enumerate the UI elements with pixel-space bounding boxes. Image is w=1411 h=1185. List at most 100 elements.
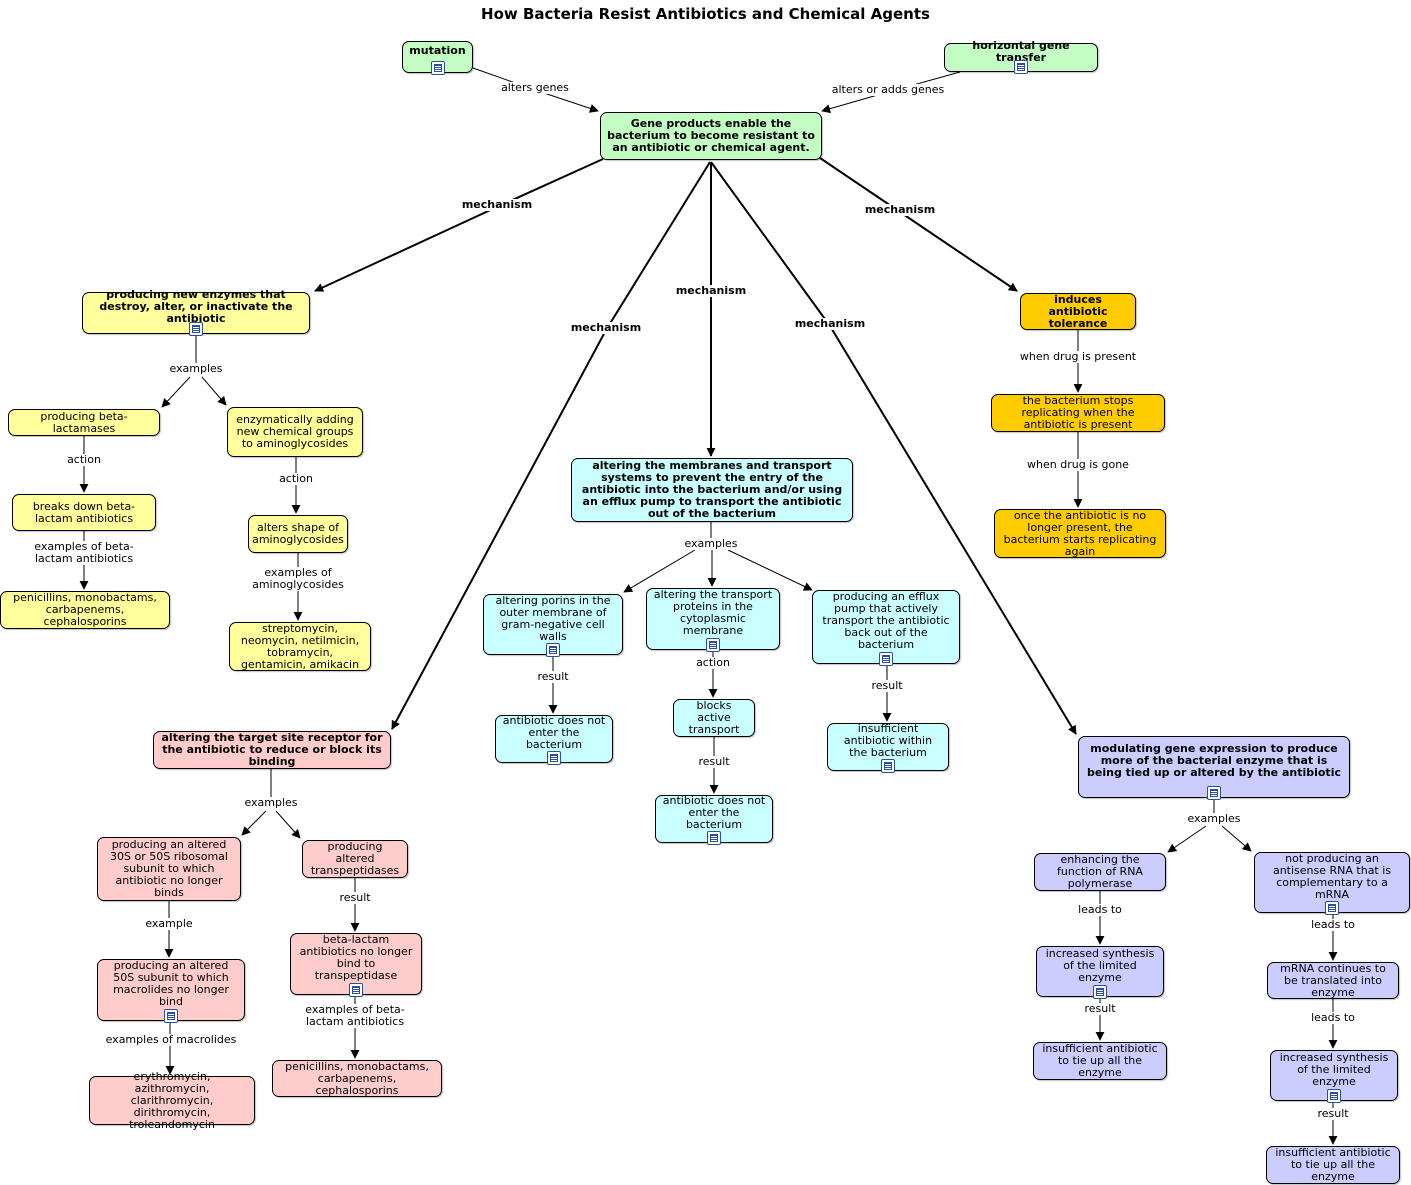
link-label-mechanism: mechanism [673,284,749,297]
node-transport-proteins-label: altering the transport proteins in the c… [653,588,773,637]
node-transpeptidases-label: producing altered transpeptidases [310,840,400,877]
node-increased-synthesis-2-label: increased synthesis of the limited enzym… [1279,1050,1389,1088]
node-antisense-label: not producing an antisense RNA that is c… [1272,851,1392,901]
link-label-examples-beta-lactam: examples of beta- lactam antibiotics [32,540,136,565]
node-beta-lactamases[interactable]: producing beta-lactamases [8,409,160,436]
node-ribosomal-label: producing an altered 30S or 50S ribosoma… [110,838,228,899]
link-label-examples-aminoglycosides: examples of aminoglycosides [250,566,346,591]
node-blocks-active-transport[interactable]: blocks active transport [673,699,755,737]
node-stops-replicating-label: the bacterium stops replicating when the… [1021,394,1135,431]
document-icon[interactable] [879,652,893,666]
node-altering-porins[interactable]: altering porins in the outer membrane of… [483,593,623,657]
link-label-example: example [143,917,195,930]
node-efflux-pump[interactable]: producing an efflux pump that actively t… [812,590,960,666]
link-label-action: action [694,656,732,669]
link-label-leads-to: leads to [1076,903,1124,916]
link-label-alters-genes: alters genes [499,81,571,94]
node-antisense-rna[interactable]: not producing an antisense RNA that is c… [1254,851,1410,915]
link-label-action: action [65,453,103,466]
document-icon[interactable] [1014,60,1028,74]
node-insufficient-within-label: insufficient antibiotic within the bacte… [843,722,933,759]
node-beta-lactam-no-bind[interactable]: beta-lactam antibiotics no longer bind t… [290,933,422,997]
link-label-examples: examples [242,796,300,809]
node-streptomycin[interactable]: streptomycin, neomycin, netilmicin, tobr… [229,622,371,671]
node-not-enter-2[interactable]: antibiotic does not enter the bacterium [655,795,773,845]
node-insufficient-enzyme-2-label: insufficient antibiotic to tie up all th… [1275,1146,1391,1183]
node-gene-products[interactable]: Gene products enable the bacterium to be… [600,112,822,160]
document-icon[interactable] [1207,786,1221,800]
node-mutation[interactable]: mutation [402,41,473,75]
node-modulating-gene-expression[interactable]: modulating gene expression to produce mo… [1078,736,1350,800]
node-induces-tolerance[interactable]: induces antibiotic tolerance [1020,293,1136,330]
node-efflux-label: producing an efflux pump that actively t… [822,590,950,651]
node-increased-synthesis-2[interactable]: increased synthesis of the limited enzym… [1270,1050,1398,1103]
node-50s-label: producing an altered 50S subunit to whic… [113,959,229,1008]
page-title: How Bacteria Resist Antibiotics and Chem… [481,5,930,23]
node-not-enter-1-label: antibiotic does not enter the bacterium [502,714,606,751]
document-icon[interactable] [1327,1089,1341,1103]
node-penicillins-1-label: penicillins, monobactams, carbapenems, c… [13,591,157,628]
node-rna-polymerase[interactable]: enhancing the function of RNA polymerase [1034,853,1166,891]
node-target-site-label: altering the target site receptor for th… [161,731,383,768]
node-rna-polymerase-label: enhancing the function of RNA polymerase [1057,853,1143,890]
document-icon[interactable] [706,638,720,652]
link-label-result: result [1082,1002,1118,1015]
link-label-alters-adds-genes: alters or adds genes [829,83,947,96]
link-label-examples-beta-lactam: examples of beta- lactam antibiotics [303,1003,407,1028]
node-blocks-active-label: blocks active transport [688,699,740,736]
document-icon[interactable] [189,322,203,336]
node-beta-lactamases-label: producing beta-lactamases [40,409,128,435]
document-icon[interactable] [547,751,561,765]
document-icon[interactable] [546,643,560,657]
node-producing-new-enzymes[interactable]: producing new enzymes that destroy, alte… [82,288,310,336]
document-icon[interactable] [707,831,721,845]
node-altering-target-site[interactable]: altering the target site receptor for th… [153,731,391,769]
document-icon[interactable] [1093,985,1107,999]
document-icon[interactable] [349,983,363,997]
node-alters-shape[interactable]: alters shape of aminoglycosides [248,515,348,553]
link-label-action: action [277,472,315,485]
node-transport-proteins[interactable]: altering the transport proteins in the c… [646,588,780,652]
document-icon[interactable] [164,1009,178,1023]
node-insufficient-within[interactable]: insufficient antibiotic within the bacte… [827,722,949,773]
node-gene-products-label: Gene products enable the bacterium to be… [607,117,815,154]
node-penicillins-2-label: penicillins, monobactams, carbapenems, c… [285,1059,429,1097]
link-label-examples: examples [682,537,740,550]
node-penicillins-1[interactable]: penicillins, monobactams, carbapenems, c… [0,591,170,629]
node-insufficient-enzyme-1[interactable]: insufficient antibiotic to tie up all th… [1033,1042,1167,1080]
node-increased-synthesis-1[interactable]: increased synthesis of the limited enzym… [1036,946,1164,999]
node-alters-shape-label: alters shape of aminoglycosides [252,521,344,546]
link-label-when-drug-gone: when drug is gone [1025,458,1131,471]
document-icon[interactable] [1325,901,1339,915]
node-starts-replicating[interactable]: once the antibiotic is no longer present… [994,509,1166,558]
node-breaks-down-beta-lactam[interactable]: breaks down beta-lactam antibiotics [12,494,156,531]
link-label-leads-to: leads to [1309,918,1357,931]
node-enzymes-label: producing new enzymes that destroy, alte… [99,288,293,325]
link-label-examples-macrolides: examples of macrolides [103,1033,239,1046]
document-icon[interactable] [430,61,445,75]
link-label-result: result [696,755,732,768]
document-icon[interactable] [881,759,895,773]
link-label-result: result [337,891,373,904]
node-erythromycin[interactable]: erythromycin, azithromycin, clarithromyc… [89,1070,255,1130]
link-label-examples: examples [167,362,225,375]
node-stops-replicating[interactable]: the bacterium stops replicating when the… [991,394,1165,432]
link-label-result: result [535,670,571,683]
node-not-enter-1[interactable]: antibiotic does not enter the bacterium [495,714,613,765]
node-enzymatically-adding[interactable]: enzymatically adding new chemical groups… [227,407,363,457]
node-altered-50s-subunit[interactable]: producing an altered 50S subunit to whic… [97,959,245,1023]
link-label-leads-to: leads to [1309,1011,1357,1024]
node-streptomycin-label: streptomycin, neomycin, netilmicin, tobr… [240,621,360,671]
link-label-result: result [869,679,905,692]
node-membranes-label: altering the membranes and transport sys… [581,459,843,520]
node-altered-transpeptidases[interactable]: producing altered transpeptidases [302,840,408,878]
node-mrna-continues[interactable]: mRNA continues to be translated into enz… [1267,962,1399,999]
node-enzymatically-adding-label: enzymatically adding new chemical groups… [236,413,354,450]
node-horizontal-gene-transfer[interactable]: horizontal gene transfer [944,39,1098,74]
node-penicillins-2[interactable]: penicillins, monobactams, carbapenems, c… [272,1060,442,1097]
node-altered-ribosomal-subunit[interactable]: producing an altered 30S or 50S ribosoma… [97,837,241,901]
node-porins-label: altering porins in the outer membrane of… [495,593,611,643]
node-insufficient-enzyme-2[interactable]: insufficient antibiotic to tie up all th… [1266,1146,1400,1184]
node-altering-membranes[interactable]: altering the membranes and transport sys… [571,458,853,522]
